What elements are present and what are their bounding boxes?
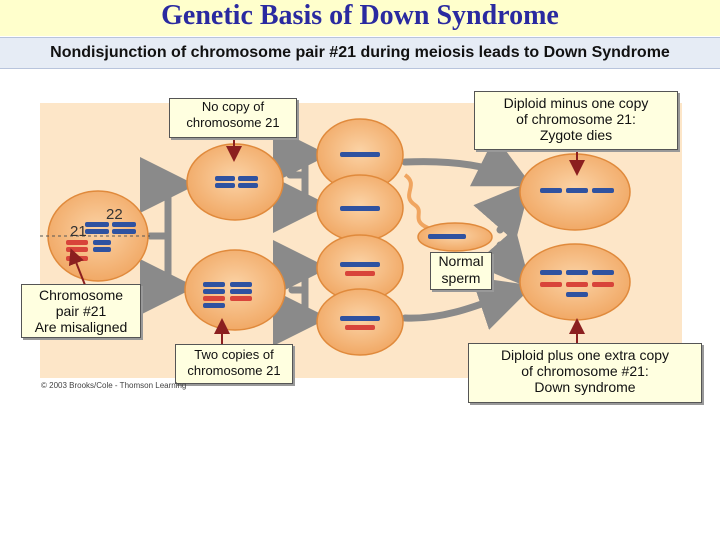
two-copies-line-1: Two copies of (194, 347, 274, 362)
misaligned-line-3: Are misaligned (34, 319, 128, 335)
diploid-minus-line-1: Diploid minus one copy (503, 95, 649, 111)
page-subtitle: Nondisjunction of chromosome pair #21 du… (50, 44, 670, 61)
diploid-minus-line-3: Zygote dies (539, 127, 613, 143)
title-bar: Genetic Basis of Down Syndrome (0, 0, 720, 36)
callout-no-copy: No copy of chromosome 21 (169, 98, 297, 138)
misaligned-line-2: pair #21 (55, 303, 107, 319)
zygote-dies (519, 153, 631, 231)
two-copies-line-2: chromosome 21 (187, 363, 281, 378)
normal-sperm-line-2: sperm (441, 270, 481, 286)
pointer-arrows (68, 138, 585, 345)
chrom-21-label: 21 (70, 223, 87, 240)
callout-diploid-plus: Diploid plus one extra copy of chromosom… (468, 343, 702, 403)
diploid-plus-line-2: of chromosome #21: (521, 363, 649, 379)
arrow-to-zygote-top (401, 136, 533, 187)
no-copy-line-2: chromosome 21 (186, 115, 280, 130)
diploid-plus-line-1: Diploid plus one extra copy (500, 347, 670, 363)
diploid-plus-line-3: Down syndrome (534, 379, 636, 395)
no-copy-line-1: No copy of (201, 99, 265, 114)
sperm-cell (403, 173, 493, 252)
cell-two-copies (184, 249, 286, 331)
callout-normal-sperm: Normal sperm (430, 252, 492, 290)
pointer-misaligned (68, 248, 86, 286)
callout-two-copies: Two copies of chromosome 21 (175, 344, 293, 384)
parent-chromosomes-blue (85, 222, 136, 234)
diploid-minus-line-2: of chromosome 21: (516, 111, 636, 127)
misaligned-line-1: Chromosome (38, 287, 124, 303)
page-title: Genetic Basis of Down Syndrome (161, 0, 559, 31)
gamete-4 (316, 288, 404, 356)
callout-misaligned: Chromosome pair #21 Are misaligned (21, 284, 141, 338)
arrow-to-zygote-bottom (401, 276, 534, 330)
copyright-text: © 2003 Brooks/Cole - Thomson Learning (41, 381, 187, 390)
chrom-22-label: 22 (106, 206, 123, 223)
callout-diploid-minus: Diploid minus one copy of chromosome 21:… (474, 91, 678, 150)
gamete-2 (316, 174, 404, 242)
zygote-down-syndrome (519, 243, 631, 321)
subtitle-bar: Nondisjunction of chromosome pair #21 du… (0, 37, 720, 69)
normal-sperm-line-1: Normal (438, 253, 484, 269)
